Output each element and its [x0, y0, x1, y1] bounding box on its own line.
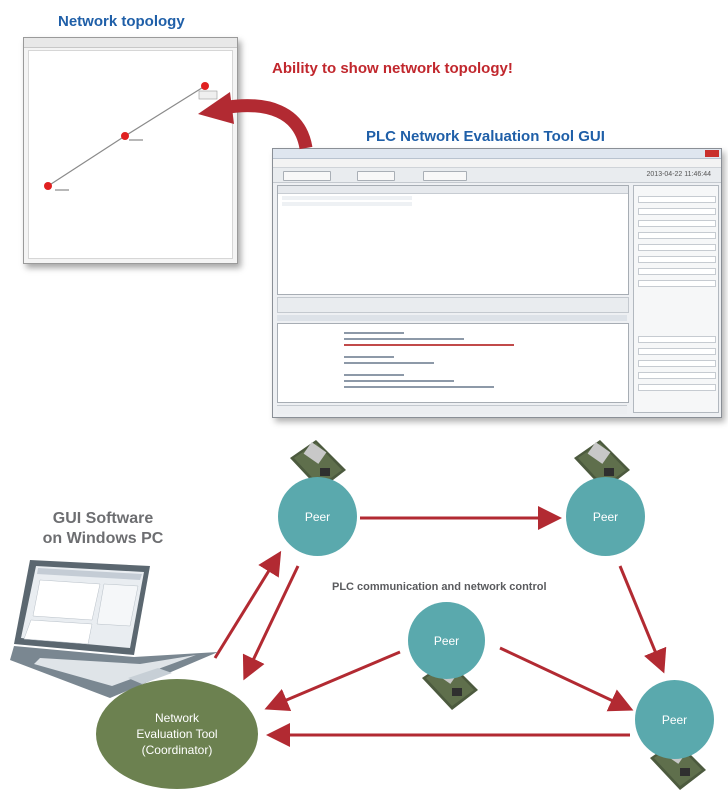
peer-label: Peer — [304, 509, 331, 524]
statistics-bar — [277, 297, 629, 313]
settings-field[interactable] — [638, 232, 716, 239]
log-line — [344, 344, 514, 346]
toolbar-button[interactable] — [283, 171, 331, 181]
laptop-keyboard — [34, 655, 196, 686]
peer-node: Peer — [278, 477, 357, 556]
settings-panel — [633, 185, 719, 413]
settings-field[interactable] — [638, 256, 716, 263]
peer-label: Peer — [592, 509, 619, 524]
table-row[interactable] — [282, 196, 412, 200]
settings-field[interactable] — [638, 336, 716, 343]
curved-arrow-head — [198, 92, 234, 124]
settings-field[interactable] — [638, 348, 716, 355]
gui-titlebar — [273, 149, 721, 159]
peer-label: Peer — [433, 633, 460, 648]
topology-graph — [44, 82, 218, 191]
log-line — [344, 332, 404, 334]
log-line — [344, 374, 404, 376]
arrow-peer-c-to-coordinator — [264, 650, 401, 712]
topology-node-label — [55, 189, 69, 191]
topology-window — [23, 37, 238, 264]
gui-menubar — [273, 159, 721, 168]
settings-field[interactable] — [638, 220, 716, 227]
gui-statusbar — [277, 405, 627, 414]
device-table — [277, 185, 629, 295]
settings-field[interactable] — [638, 268, 716, 275]
log-line — [344, 356, 394, 358]
topology-canvas — [28, 50, 233, 259]
log-tabs[interactable] — [277, 315, 627, 321]
network-topology-title: Network topology — [58, 13, 185, 30]
device-table-header — [278, 186, 628, 194]
log-line — [344, 386, 494, 388]
arrow-peer-b-to-peer-d — [618, 565, 667, 674]
peer-node: Peer — [566, 477, 645, 556]
arrow-peer-a-to-coordinator — [242, 565, 300, 681]
coordinator-node: Network Evaluation Tool (Coordinator) — [96, 679, 258, 789]
topology-node-label — [129, 139, 143, 141]
topology-link — [124, 85, 206, 137]
gui-title: PLC Network Evaluation Tool GUI — [366, 128, 605, 145]
settings-field[interactable] — [638, 208, 716, 215]
close-button[interactable] — [705, 150, 719, 157]
settings-field[interactable] — [638, 384, 716, 391]
log-line — [344, 380, 454, 382]
toolbar-button[interactable] — [423, 171, 467, 181]
topology-node — [201, 82, 209, 90]
gui-toolbar: 2013-04-22 11:46:44 — [273, 168, 721, 183]
gui-clock: 2013-04-22 11:46:44 — [646, 171, 711, 178]
coordinator-label: Network Evaluation Tool (Coordinator) — [136, 711, 218, 757]
laptop-icon — [10, 560, 218, 698]
log-line — [344, 338, 464, 340]
plc-communication-caption: PLC communication and network control — [332, 581, 547, 593]
settings-field[interactable] — [638, 196, 716, 203]
settings-field[interactable] — [638, 372, 716, 379]
table-row[interactable] — [282, 202, 412, 206]
arrow-peer-c-to-peer-d — [499, 646, 634, 712]
toolbar-button[interactable] — [357, 171, 395, 181]
peer-node: Peer — [635, 680, 714, 759]
topology-node — [44, 182, 52, 190]
laptop-touchpad — [128, 668, 172, 684]
settings-field[interactable] — [638, 244, 716, 251]
settings-field[interactable] — [638, 360, 716, 367]
curved-arrow — [220, 99, 313, 150]
topology-tooltip — [198, 90, 218, 100]
peer-node: Peer — [408, 602, 485, 679]
settings-field[interactable] — [638, 280, 716, 287]
topology-node — [121, 132, 129, 140]
ability-caption: Ability to show network topology! — [272, 60, 513, 77]
log-panel — [277, 323, 629, 403]
gui-window: 2013-04-22 11:46:44 — [272, 148, 722, 418]
peer-label: Peer — [661, 712, 688, 727]
topology-link — [47, 135, 126, 187]
arrow-coordinator-to-peer-a — [213, 550, 282, 659]
log-line — [344, 362, 434, 364]
plc-module-icon — [290, 440, 346, 490]
topology-window-titlebar — [24, 38, 237, 48]
gui-software-label: GUI Software on Windows PC — [42, 510, 164, 547]
